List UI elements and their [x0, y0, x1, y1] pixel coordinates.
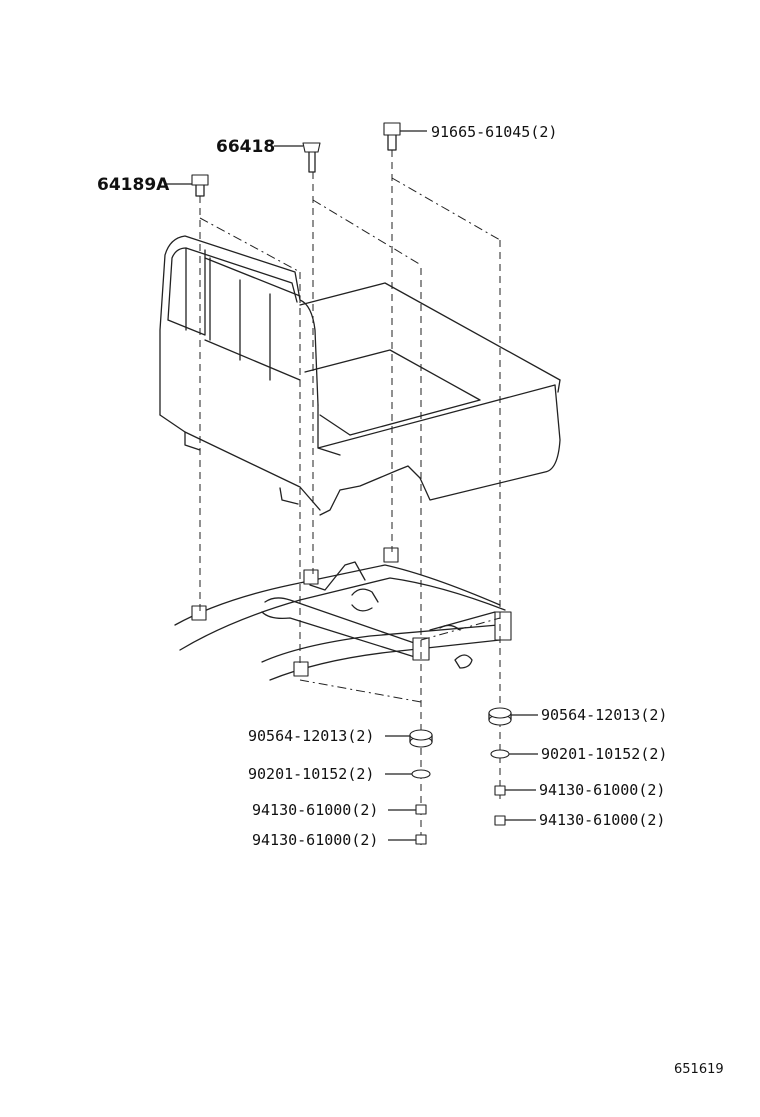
frame-mount: [412, 637, 430, 661]
truck-body: [159, 235, 561, 516]
label-90201-left: 90201-10152(2): [248, 765, 374, 783]
label-91665-61045: 91665-61045(2): [431, 123, 557, 141]
frame-mount: [303, 569, 319, 585]
label-90564-left: 90564-12013(2): [248, 727, 374, 745]
leader-lines: [165, 130, 538, 841]
nut-right-2: [494, 815, 506, 826]
label-90201-right: 90201-10152(2): [541, 745, 667, 763]
reference-number: 651619: [674, 1062, 724, 1077]
frame-mount: [494, 611, 512, 641]
frame-mount: [191, 605, 207, 621]
nut-left-1: [415, 804, 427, 815]
label-66418: 66418: [216, 137, 275, 157]
label-94130-right-2: 94130-61000(2): [539, 811, 665, 829]
alignment-lines: [199, 150, 501, 845]
cushion-left: [409, 729, 433, 748]
frame-mount: [383, 547, 399, 563]
washer-right: [490, 749, 510, 759]
nut-right-1: [494, 785, 506, 796]
label-94130-left-1: 94130-61000(2): [252, 801, 378, 819]
nut-left-2: [415, 834, 427, 845]
frame-mount: [293, 661, 309, 677]
label-94130-left-2: 94130-61000(2): [252, 831, 378, 849]
bolt-91665: [383, 122, 401, 151]
bolt-66418: [302, 142, 321, 173]
washer-left: [411, 769, 431, 779]
label-90564-right: 90564-12013(2): [541, 706, 667, 724]
bolt-64189A: [191, 174, 209, 197]
label-64189A: 64189A: [97, 175, 170, 195]
label-94130-right-1: 94130-61000(2): [539, 781, 665, 799]
chassis-frame: [174, 547, 512, 681]
cushion-right: [488, 707, 512, 726]
